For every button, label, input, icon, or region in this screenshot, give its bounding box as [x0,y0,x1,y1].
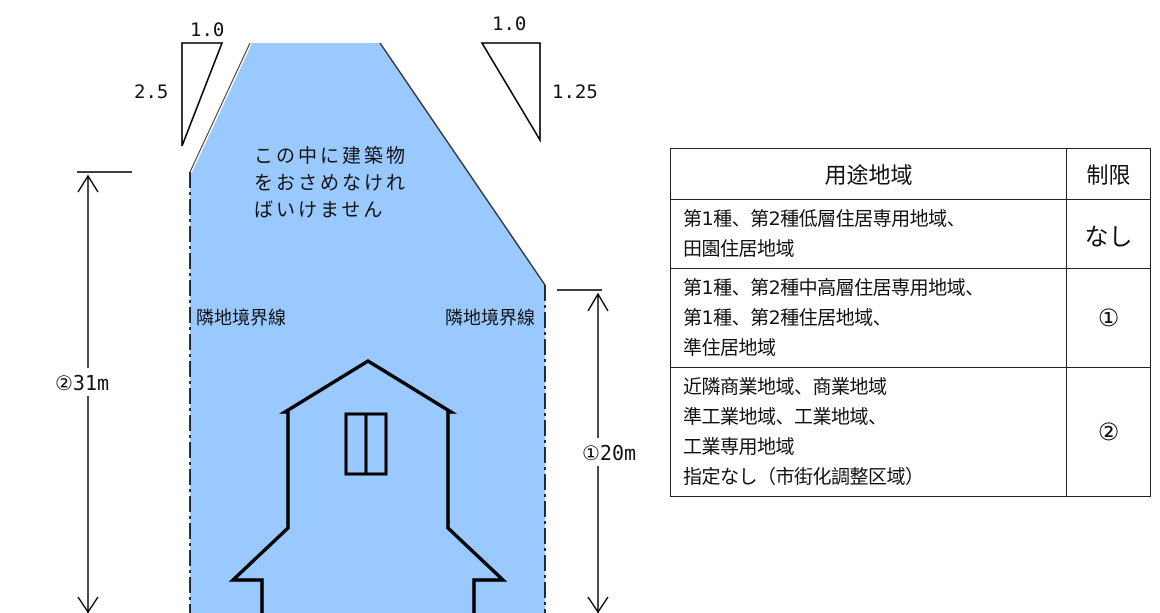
left-run-label: 1.0 [190,19,224,41]
limit-cell: ② [1066,367,1151,497]
right-slope-line [379,42,546,286]
building-envelope [190,43,545,613]
zone-cell: 近隣商業地域、商業地域 準工業地域、工業地域、 工業専用地域 指定なし（市街化調… [670,367,1067,497]
limit-cell: ① [1066,268,1151,368]
table-row: 近隣商業地域、商業地域 準工業地域、工業地域、 工業専用地域 指定なし（市街化調… [670,367,1151,497]
envelope-caption-line3: ばいけません [254,199,385,221]
envelope-caption-line1: この中に建築物 [254,145,408,167]
zone-line: 第1種、第2種住居地域、 [683,307,892,329]
table-row: 第1種、第2種中高層住居専用地域、 第1種、第2種住居地域、 準住居地域 ① [670,268,1151,368]
zone-line: 工業専用地域 [683,436,795,458]
zone-cell: 第1種、第2種中高層住居専用地域、 第1種、第2種住居地域、 準住居地域 [670,268,1067,368]
limit-cell: なし [1066,199,1151,269]
right-dimension-label-bg [578,438,650,466]
setback-diagram: 1.0 2.5 1.0 1.25 この中に建築物 をおさめなけれ ばいけません … [50,13,650,613]
right-run-label: 1.0 [492,13,526,35]
left-height-label: ②31m [55,371,109,395]
left-boundary-label: 隣地境界線 [196,308,286,329]
zone-line: 近隣商業地域、商業地域 [683,376,887,398]
left-rise-label: 2.5 [134,81,168,103]
zone-line: 第1種、第2種低層住居専用地域、 [683,208,966,230]
limit-column-header: 制限 [1066,148,1151,200]
zone-line: 準工業地域、工業地域、 [683,406,887,428]
table-header-row: 用途地域 制限 [670,148,1151,200]
zoning-restriction-table: 用途地域 制限 第1種、第2種低層住居専用地域、 田園住居地域 なし 第1種、第… [670,148,1151,497]
zone-line: 指定なし（市街化調整区域） [683,466,924,488]
left-dimension-label-bg [50,368,128,396]
right-height-label: ①20m [582,441,636,465]
house-outline [228,358,508,613]
table-row: 第1種、第2種低層住居専用地域、 田園住居地域 なし [670,199,1151,269]
zone-line: 田園住居地域 [683,238,795,260]
right-boundary-label: 隣地境界線 [445,308,535,329]
zone-column-header: 用途地域 [670,148,1067,200]
envelope-caption-line2: をおさめなけれ [254,172,408,194]
house-window [344,412,388,476]
zone-cell: 第1種、第2種低層住居専用地域、 田園住居地域 [670,199,1067,269]
zone-line: 準住居地域 [683,337,776,359]
zone-line: 第1種、第2種中高層住居専用地域、 [683,277,984,299]
right-rise-label: 1.25 [552,81,598,103]
left-slope-triangle [181,42,224,147]
right-slope-triangle [480,42,541,143]
